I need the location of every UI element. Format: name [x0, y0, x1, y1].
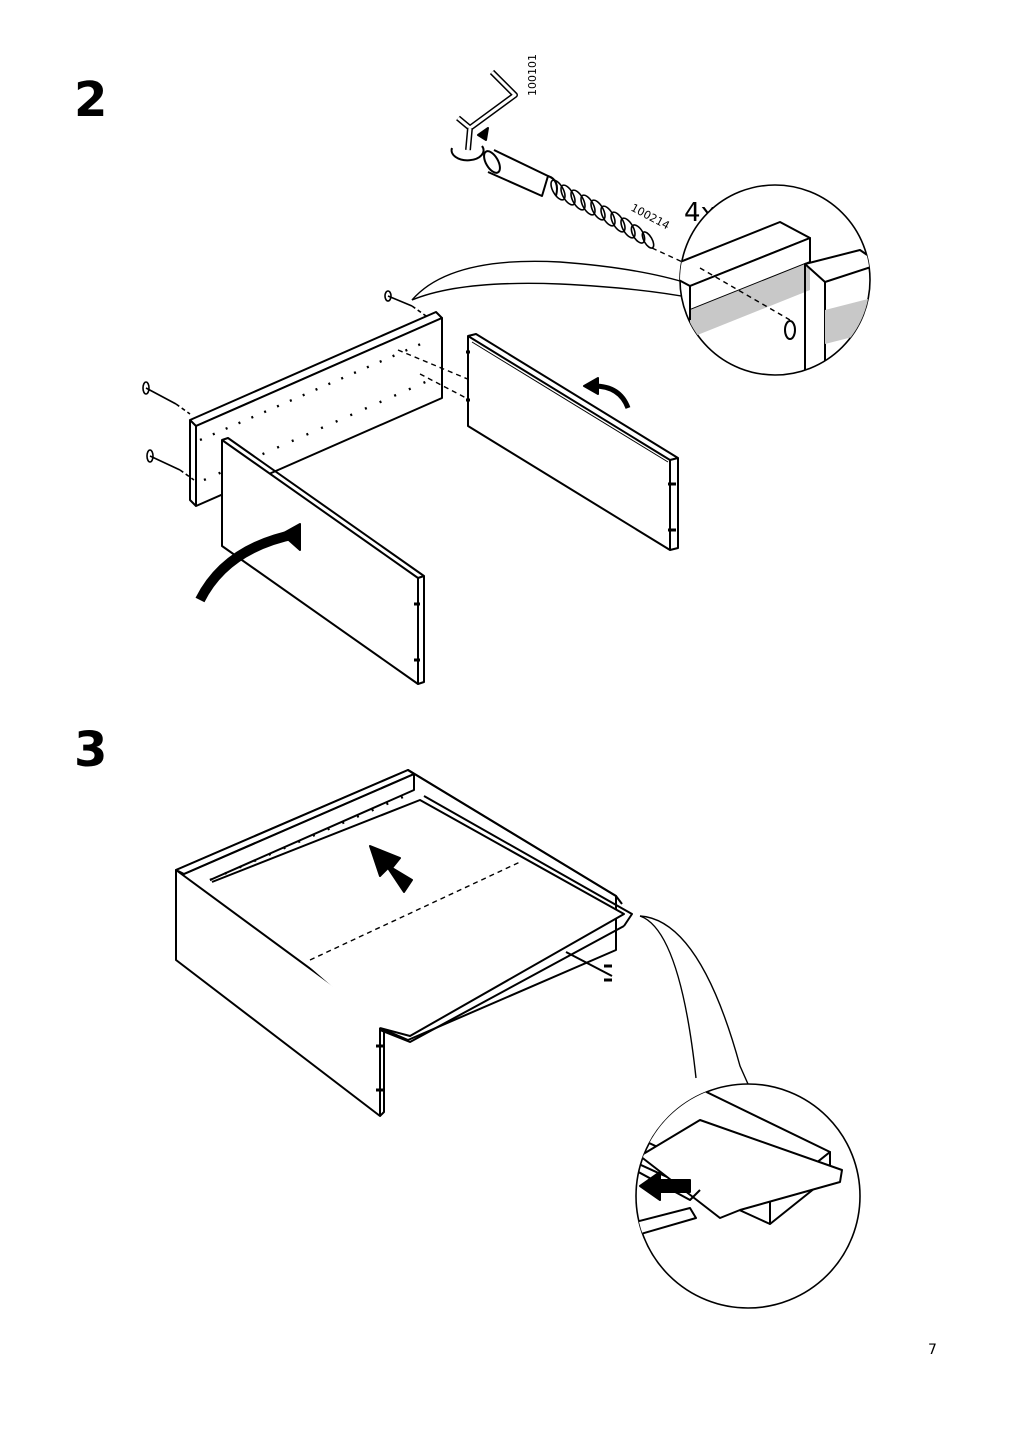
rotate-arrow-icon [195, 529, 297, 603]
rotate-arrow-icon [593, 383, 631, 409]
step2-drawing: 100101 1 [142, 54, 871, 685]
connector-screw-icon [483, 149, 701, 271]
part-number-label: 100101 [526, 54, 539, 96]
step-number: 2 [74, 72, 108, 128]
bottom-panel [211, 799, 625, 1037]
part-number-label: 100214 [629, 201, 672, 232]
step3-drawing [175, 769, 861, 1309]
page-number: 7 [928, 1342, 937, 1358]
push-arrow-icon [369, 845, 413, 893]
push-arrow-icon [639, 1171, 691, 1201]
allen-key-icon [450, 69, 518, 162]
front-panel [221, 437, 425, 685]
back-panel [466, 333, 679, 551]
step-number: 3 [74, 722, 108, 778]
